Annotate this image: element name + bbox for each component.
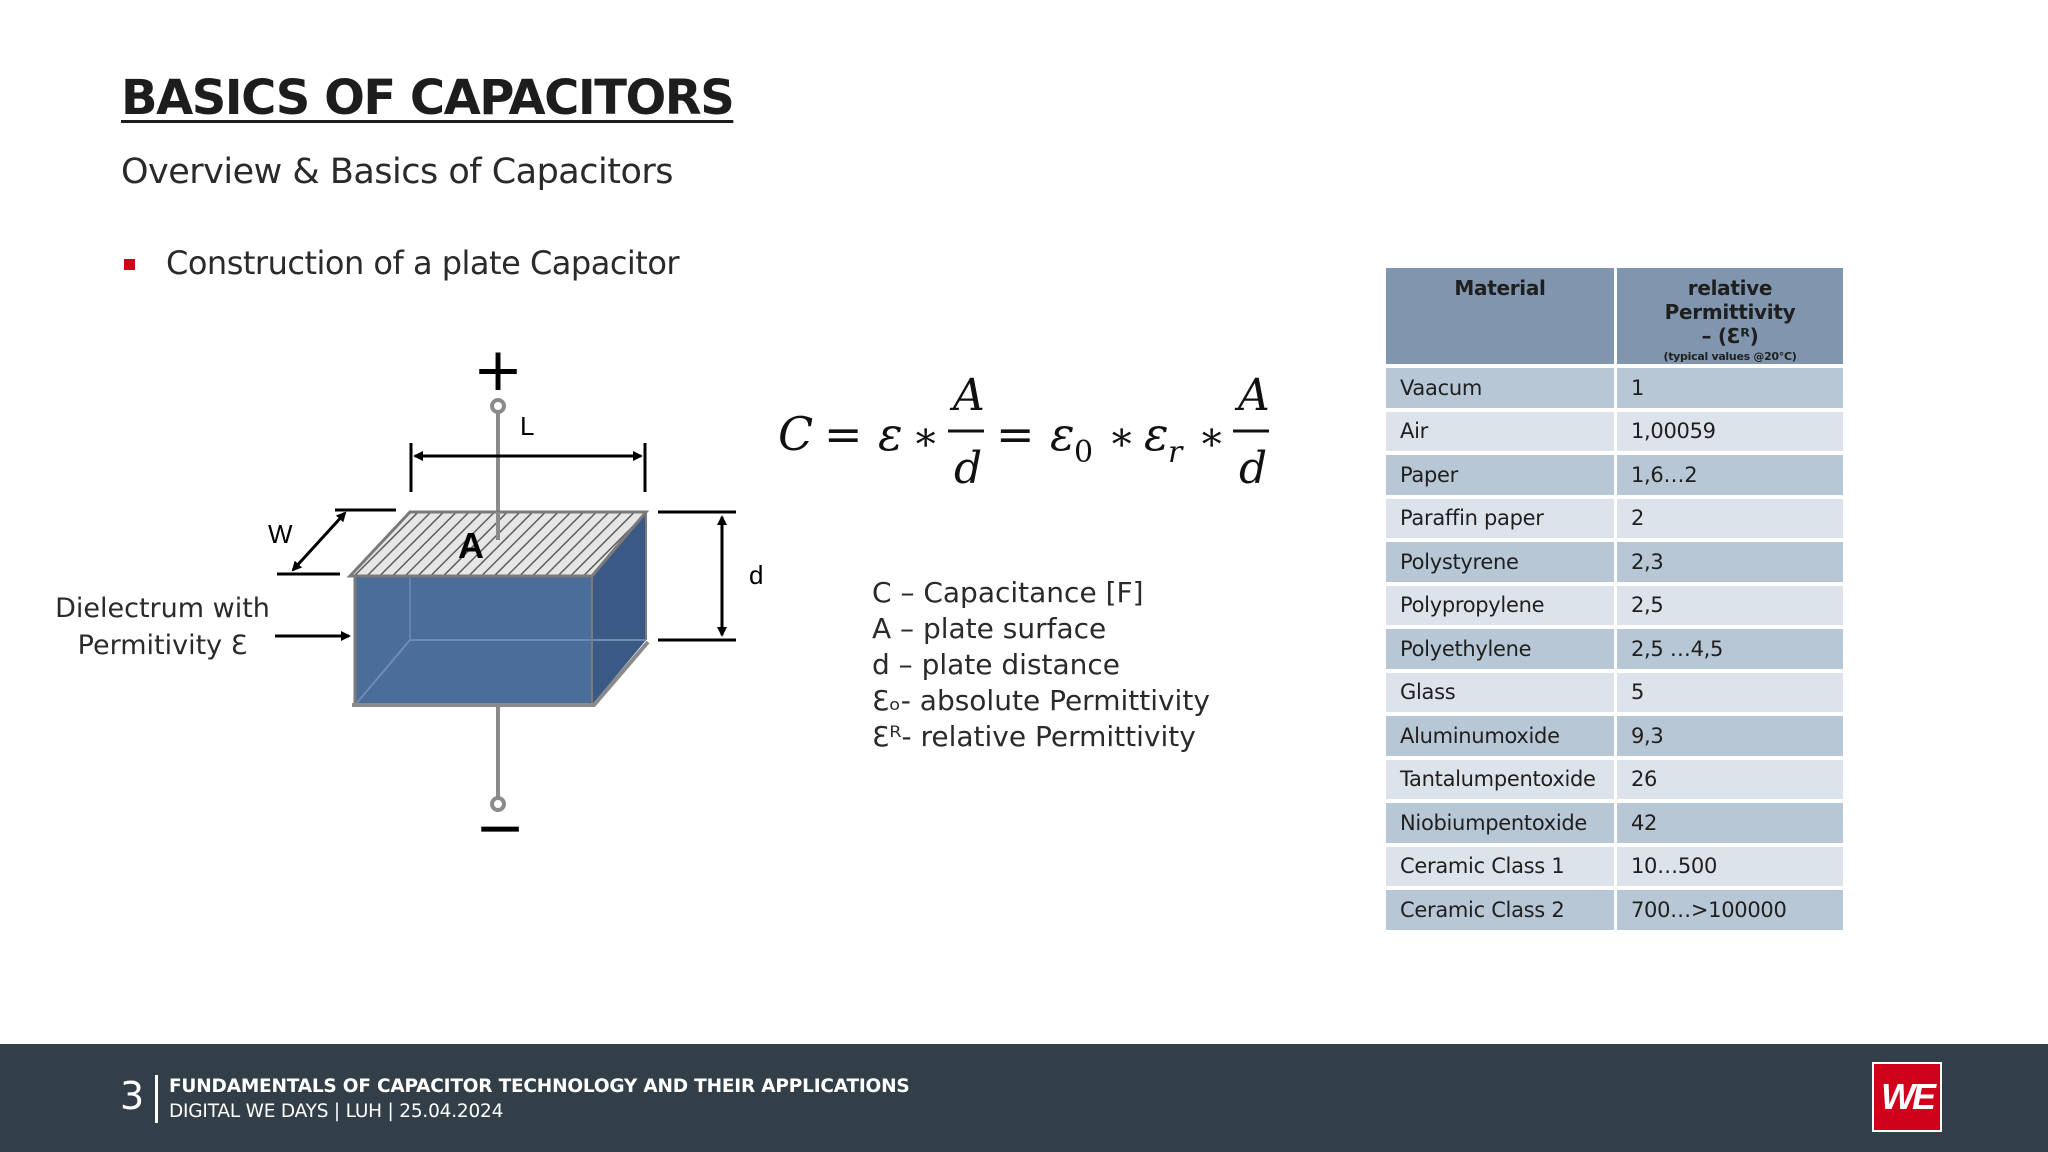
formula-eq2: = <box>996 407 1035 461</box>
material-cell: Aluminumoxide <box>1386 716 1617 760</box>
width-arrow <box>291 511 347 572</box>
material-cell: Paper <box>1386 455 1617 499</box>
footer-presentation-title: FUNDAMENTALS OF CAPACITOR TECHNOLOGY AND… <box>169 1076 910 1097</box>
value-cell: 1,6…2 <box>1617 455 1846 499</box>
header-material: Material <box>1386 268 1617 368</box>
formula-d2: d <box>1239 443 1267 494</box>
material-cell: Polypropylene <box>1386 585 1617 629</box>
header-permittivity: relative Permittivity – (Ɛᴿ) (typical va… <box>1617 268 1846 368</box>
slide-subtitle: Overview & Basics of Capacitors <box>121 152 674 192</box>
value-cell: 2,3 <box>1617 542 1846 586</box>
footer-bar <box>0 1044 2048 1152</box>
material-cell: Air <box>1386 411 1617 455</box>
distance-label: d <box>749 560 763 590</box>
capacitance-formula: C = ε ∗ A d = ε 0 ∗ ε r ∗ A d <box>778 370 1270 494</box>
permittivity-table: Material relative Permittivity – (Ɛᴿ) (t… <box>1386 268 1846 934</box>
formula-C: C <box>778 407 813 461</box>
formula-A1: A <box>949 370 985 421</box>
material-cell: Tantalumpentoxide <box>1386 759 1617 803</box>
legend-item: C – Capacitance [F] <box>872 576 1144 609</box>
length-label: L <box>520 411 534 441</box>
value-cell: 5 <box>1617 672 1846 716</box>
formula-eps0-sub: 0 <box>1074 435 1093 470</box>
header-permittivity-line1: relative Permittivity <box>1664 276 1796 324</box>
slide-title: BASICS OF CAPACITORS <box>121 70 735 126</box>
formula-d1: d <box>954 443 982 494</box>
material-cell: Niobiumpentoxide <box>1386 803 1617 847</box>
area-label: A <box>458 525 484 566</box>
bullet-text: Construction of a plate Capacitor <box>166 244 680 282</box>
plate-capacitor-diagram: + − L W A d <box>268 340 763 860</box>
value-cell: 42 <box>1617 803 1846 847</box>
value-cell: 1,00059 <box>1617 411 1846 455</box>
bullet-marker <box>124 259 135 270</box>
value-cell: 1 <box>1617 368 1846 412</box>
value-cell: 2 <box>1617 498 1846 542</box>
footer-event-info: DIGITAL WE DAYS | LUH | 25.04.2024 <box>169 1101 504 1122</box>
legend-item: Ɛᴿ- relative Permittivity <box>872 720 1196 753</box>
header-permittivity-note: (typical values @20°C) <box>1663 350 1797 363</box>
value-cell: 9,3 <box>1617 716 1846 760</box>
bottom-terminal <box>490 796 506 812</box>
plus-sign: + <box>473 340 523 405</box>
formula-eps: ε <box>878 407 903 461</box>
formula-A2: A <box>1234 370 1270 421</box>
legend-item: Ɛₒ- absolute Permittivity <box>872 684 1210 717</box>
material-cell: Polystyrene <box>1386 542 1617 586</box>
formula-epsr: ε <box>1144 407 1169 461</box>
dielectric-label: Dielectrum with Permitivity Ɛ <box>50 590 275 664</box>
material-cell: Polyethylene <box>1386 629 1617 673</box>
top-terminal <box>490 398 506 414</box>
material-cell: Paraffin paper <box>1386 498 1617 542</box>
we-logo-icon: WE <box>1881 1076 1940 1117</box>
dielectric-label-line1: Dielectrum with <box>55 593 270 624</box>
material-cell: Glass <box>1386 672 1617 716</box>
value-cell: 10…500 <box>1617 846 1846 890</box>
formula-eq1: = <box>824 407 863 461</box>
material-cell: Vaacum <box>1386 368 1617 412</box>
legend-item: d – plate distance <box>872 648 1121 681</box>
formula-times2: ∗ <box>1108 414 1135 460</box>
footer-divider <box>155 1075 158 1123</box>
formula-epsr-sub: r <box>1168 435 1184 470</box>
formula-legend: C – Capacitance [F] A – plate surface d … <box>872 575 1210 755</box>
dielectric-label-line2: Permitivity Ɛ <box>77 630 248 661</box>
we-logo-text: WE <box>1881 1076 1937 1117</box>
value-cell: 2,5 <box>1617 585 1846 629</box>
legend-item: A – plate surface <box>872 612 1107 645</box>
formula-times3: ∗ <box>1198 414 1225 460</box>
minus-sign: − <box>475 793 525 860</box>
value-cell: 700…>100000 <box>1617 890 1846 934</box>
page-number: 3 <box>120 1074 145 1118</box>
width-label: W <box>268 519 293 549</box>
bottom-plate <box>352 640 650 707</box>
formula-times1: ∗ <box>912 414 939 460</box>
formula-eps0: ε <box>1050 407 1075 461</box>
header-permittivity-line2: – (Ɛᴿ) <box>1701 324 1759 348</box>
value-cell: 2,5 …4,5 <box>1617 629 1846 673</box>
we-logo: WE <box>1872 1062 1942 1132</box>
material-cell: Ceramic Class 2 <box>1386 890 1617 934</box>
material-cell: Ceramic Class 1 <box>1386 846 1617 890</box>
value-cell: 26 <box>1617 759 1846 803</box>
table-header-row: Material relative Permittivity – (Ɛᴿ) (t… <box>1386 268 1846 368</box>
